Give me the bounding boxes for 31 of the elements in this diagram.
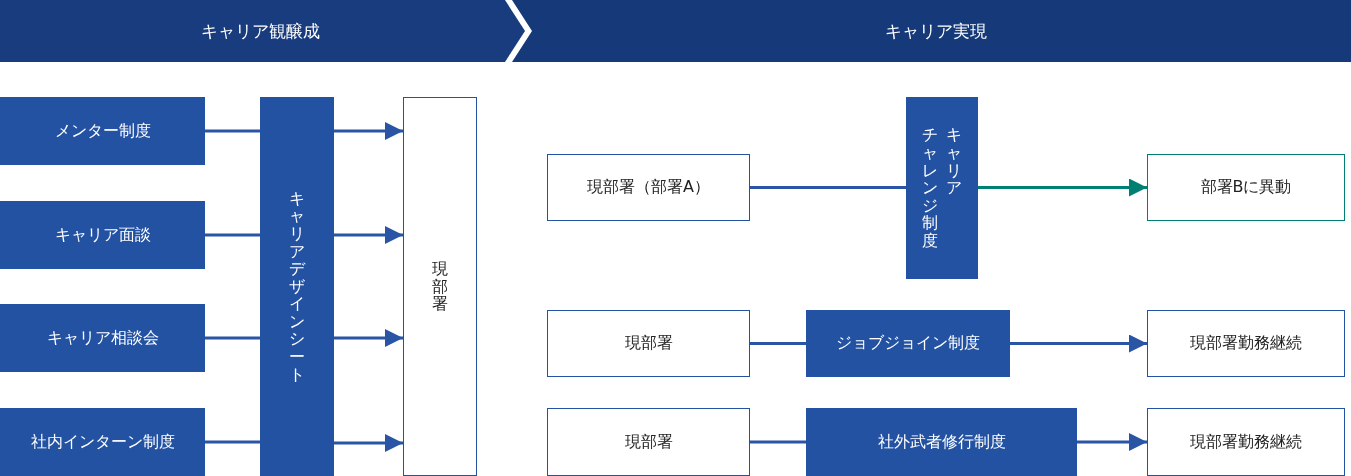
arrow [1010,334,1147,353]
program-box: 社外武者修行制度 [806,408,1077,476]
status-bar: 現部署 [403,97,477,476]
connector-line [750,440,806,444]
arrow [978,178,1147,197]
connector-line [750,342,806,345]
connector-line [205,233,260,237]
status-box: 現部署 [547,408,750,476]
program-bar: キャリアデザインシート [260,97,334,476]
arrow [334,122,403,140]
program-box: ジョブジョイン制度 [806,310,1010,377]
connector-line [205,129,260,133]
connector-line [750,186,906,189]
arrow [334,329,403,347]
program-box: メンター制度 [0,97,205,165]
arrow [1077,433,1147,451]
program-box: キャリア面談 [0,201,205,269]
connector-line [205,336,260,340]
program-box: 社内インターン制度 [0,408,205,476]
connector-line [205,440,260,444]
result-box: 部署Bに異動 [1147,154,1345,221]
header-label: キャリア観醸成 [0,0,520,62]
header-label: キャリア実現 [520,0,1351,62]
program-box: キャリア相談会 [0,304,205,372]
status-box: 現部署 [547,310,750,377]
status-box: 現部署勤務継続 [1147,408,1345,476]
arrow [334,434,403,452]
program-bar: キャリアチャレンジ制度 [906,97,978,279]
status-box: 現部署勤務継続 [1147,310,1345,377]
arrow [334,226,403,244]
status-box: 現部署（部署A） [547,154,750,221]
